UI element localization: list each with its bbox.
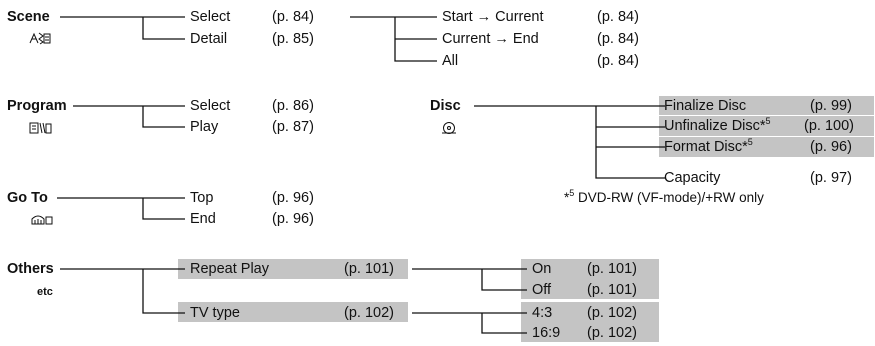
goto-label: Go To [7, 190, 48, 206]
highlight-on-off [521, 259, 659, 299]
scene-sub-all-label: All [442, 53, 459, 69]
highlight-repeat-play [178, 259, 408, 279]
highlight-tv-type [178, 302, 408, 322]
goto-icon [31, 215, 53, 225]
repeat-off-page: (p. 101) [587, 282, 637, 298]
scene-sub-current-label: Current → End [442, 31, 539, 47]
program-select-label: Select [190, 98, 231, 114]
goto-top-label: Top [190, 190, 214, 206]
scene-sub-start-page: (p. 84) [597, 9, 639, 25]
tv-169-label: 16:9 [532, 325, 561, 341]
footnote-text: DVD-RW (VF-mode)/+RW only [574, 190, 764, 205]
highlight-format [659, 137, 874, 157]
scene-sub-current-page: (p. 84) [597, 31, 639, 47]
scene-label: Scene [7, 9, 50, 25]
disc-format-page: (p. 96) [810, 139, 852, 155]
repeat-play-label: Repeat Play [190, 261, 269, 277]
footnote-marker: 5 [747, 137, 753, 147]
disc-capacity-label: Capacity [664, 170, 721, 186]
others-etc: etc [37, 286, 53, 298]
scene-select-page: (p. 84) [272, 9, 314, 25]
goto-top-page: (p. 96) [272, 190, 314, 206]
scene-detail-page: (p. 85) [272, 31, 314, 47]
others-label: Others [7, 261, 54, 277]
goto-end-page: (p. 96) [272, 211, 314, 227]
disc-footnote: *5 DVD-RW (VF-mode)/+RW only [564, 189, 764, 207]
repeat-play-page: (p. 101) [344, 261, 394, 277]
tv-169-page: (p. 102) [587, 325, 637, 341]
disc-unfinalize-text: Unfinalize Disc* [664, 118, 766, 134]
disc-finalize-label: Finalize Disc [664, 98, 747, 114]
disc-capacity-page: (p. 97) [810, 170, 852, 186]
tv-type-label: TV type [190, 305, 240, 321]
footnote-star: * [564, 190, 570, 205]
disc-icon [442, 122, 456, 134]
disc-unfinalize-page: (p. 100) [804, 118, 854, 134]
footnote-marker: 5 [765, 116, 771, 126]
program-label: Program [7, 98, 67, 114]
goto-end-label: End [190, 211, 216, 227]
disc-unfinalize-label: Unfinalize Disc*5 [664, 117, 771, 135]
highlight-aspect [521, 302, 659, 342]
repeat-on-page: (p. 101) [587, 261, 637, 277]
repeat-off-label: Off [532, 282, 552, 298]
scene-detail-label: Detail [190, 31, 228, 47]
scene-select-label: Select [190, 9, 231, 25]
tv-43-label: 4:3 [532, 305, 553, 321]
program-play-page: (p. 87) [272, 119, 314, 135]
highlight-unfinalize [659, 116, 874, 136]
program-select-page: (p. 86) [272, 98, 314, 114]
scene-sub-start-label: Start → Current [442, 9, 544, 25]
program-icon [29, 122, 52, 134]
tv-type-page: (p. 102) [344, 305, 394, 321]
scene-icon [29, 32, 51, 45]
scene-sub-all-page: (p. 84) [597, 53, 639, 69]
footnote-number: 5 [569, 188, 575, 198]
disc-finalize-page: (p. 99) [810, 98, 852, 114]
tv-43-page: (p. 102) [587, 305, 637, 321]
disc-label: Disc [430, 98, 461, 114]
highlight-finalize [659, 96, 874, 115]
repeat-on-label: On [532, 261, 552, 277]
disc-format-label: Format Disc*5 [664, 138, 753, 156]
program-play-label: Play [190, 119, 219, 135]
disc-format-text: Format Disc* [664, 139, 748, 155]
